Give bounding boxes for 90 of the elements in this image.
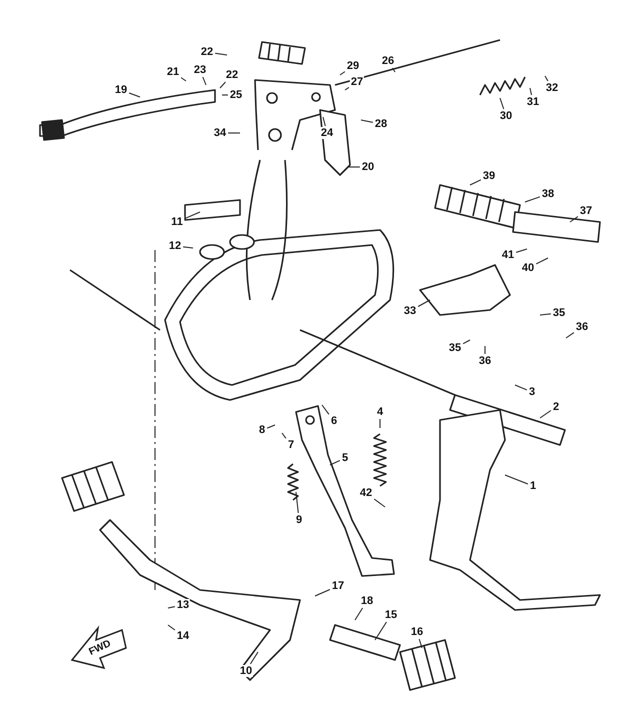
leader-line xyxy=(296,492,299,514)
leader-line xyxy=(462,340,470,344)
leader-line xyxy=(128,92,140,98)
leader-line xyxy=(392,68,396,72)
callout-number: 9 xyxy=(294,514,304,526)
leader-line xyxy=(544,76,548,82)
callout-number: 36 xyxy=(478,355,492,367)
callout-number: 11 xyxy=(170,216,184,228)
leader-line xyxy=(360,120,374,123)
callout-number: 2 xyxy=(552,401,560,413)
callout-number: 16 xyxy=(410,626,424,638)
leader-line xyxy=(516,248,528,253)
callout-number: 36 xyxy=(574,321,590,333)
leader-line xyxy=(184,212,200,220)
leader-line xyxy=(282,432,286,439)
leader-line xyxy=(322,116,326,126)
leader-line xyxy=(470,179,482,186)
leader-line xyxy=(524,196,540,202)
leader-line xyxy=(314,589,330,596)
leader-line xyxy=(202,76,206,86)
callout-number: 1 xyxy=(528,480,538,492)
callout-number: 42 xyxy=(358,487,374,499)
leader-line xyxy=(180,77,186,82)
callout-number: 33 xyxy=(402,305,418,317)
leader-line xyxy=(514,384,528,390)
leader-line xyxy=(228,132,240,134)
direction-label: FWD xyxy=(87,638,113,658)
callout-number: 40 xyxy=(520,262,536,274)
callout-number: 29 xyxy=(346,60,360,72)
leader-line xyxy=(540,410,552,418)
leader-line xyxy=(418,638,422,648)
callout-number: 17 xyxy=(330,580,346,592)
leader-line xyxy=(418,300,430,307)
callout-number: 32 xyxy=(544,82,560,94)
callout-number: 18 xyxy=(360,595,374,607)
leader-line xyxy=(374,498,386,508)
leader-line xyxy=(540,313,552,316)
callout-number: 22 xyxy=(200,46,214,58)
callout-number: 14 xyxy=(176,630,190,642)
leader-line xyxy=(266,424,276,429)
callout-number: 38 xyxy=(540,188,556,200)
callout-number: 21 xyxy=(166,66,180,78)
callout-number: 41 xyxy=(500,249,516,261)
leader-line xyxy=(322,404,330,415)
callout-number: 15 xyxy=(384,609,398,621)
callout-number: 6 xyxy=(330,415,338,427)
callout-number: 37 xyxy=(578,205,594,217)
callout-number: 35 xyxy=(448,342,462,354)
leader-line xyxy=(340,71,346,76)
callout-number: 25 xyxy=(228,89,244,101)
callout-number: 22 xyxy=(224,69,240,81)
callout-number: 8 xyxy=(258,424,266,436)
leader-line xyxy=(214,52,228,56)
leader-line xyxy=(354,608,364,620)
callout-number: 24 xyxy=(320,127,334,139)
callout-number: 28 xyxy=(374,118,388,130)
leader-line xyxy=(500,98,504,110)
leader-line xyxy=(570,216,578,222)
leader-line xyxy=(348,166,360,168)
callout-number: 10 xyxy=(238,665,254,677)
callout-number: 31 xyxy=(526,96,540,108)
callout-number: 4 xyxy=(376,406,384,418)
leader-line xyxy=(220,82,226,88)
leader-line xyxy=(536,258,548,264)
leader-line xyxy=(484,346,486,354)
leader-line xyxy=(250,652,258,664)
leader-line xyxy=(222,94,228,96)
callout-number: 13 xyxy=(176,599,190,611)
callout-number: 39 xyxy=(482,170,496,182)
leader-line xyxy=(566,332,574,338)
leader-line xyxy=(504,474,528,484)
leader-line xyxy=(344,86,350,90)
callout-number: 19 xyxy=(114,84,128,96)
callout-number: 7 xyxy=(286,439,296,451)
callout-number: 5 xyxy=(340,452,350,464)
leader-line xyxy=(374,622,387,640)
callout-number: 20 xyxy=(360,161,376,173)
callout-number: 35 xyxy=(552,307,566,319)
leader-line xyxy=(168,606,176,608)
leader-line xyxy=(182,246,194,248)
callout-number: 27 xyxy=(350,76,364,88)
callout-number: 34 xyxy=(212,127,228,139)
callout-number: 23 xyxy=(192,64,208,76)
leader-line xyxy=(330,460,340,466)
callout-number: 30 xyxy=(498,110,514,122)
callout-number: 26 xyxy=(380,55,396,67)
leader-line xyxy=(530,88,532,96)
leader-line xyxy=(168,624,176,630)
callout-number: 12 xyxy=(168,240,182,252)
callout-number: 3 xyxy=(528,386,536,398)
